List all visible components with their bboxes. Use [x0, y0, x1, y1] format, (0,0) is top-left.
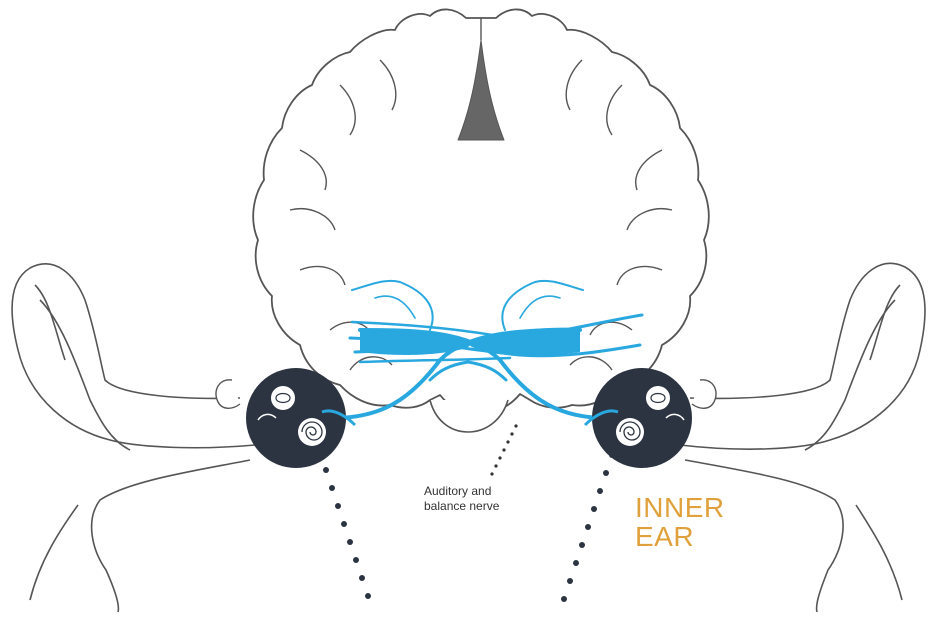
inner-ear-label-line1: INNER: [635, 493, 725, 522]
nerve-label-line1: Auditory and: [424, 484, 544, 499]
nerve-pointer-line: [490, 424, 517, 475]
inner-ear-pointer-lines: [317, 449, 615, 602]
left-outer-ear-icon: [12, 264, 255, 612]
nerve-label-line2: balance nerve: [424, 499, 544, 514]
inner-ear-label-line2: EAR: [635, 522, 725, 551]
right-outer-ear-icon: [680, 263, 925, 612]
nerve-label: Auditory and balance nerve: [424, 484, 544, 514]
inner-ear-label: INNER EAR: [635, 493, 725, 551]
